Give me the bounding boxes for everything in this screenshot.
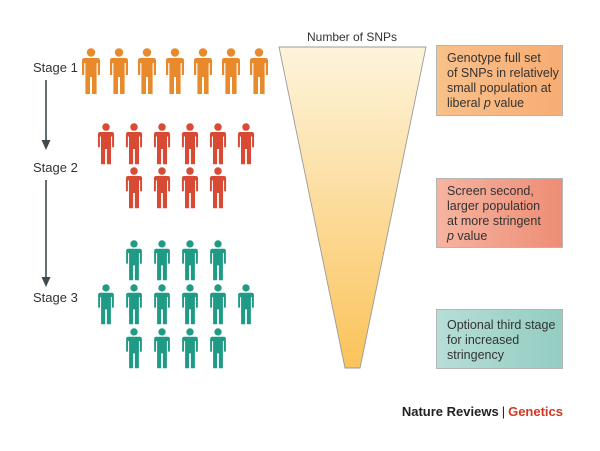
- person-icon: [182, 328, 198, 369]
- stage-2-label: Stage 2: [33, 160, 78, 175]
- stage-1-label: Stage 1: [33, 60, 78, 75]
- person-icon: [210, 328, 226, 369]
- stage-2-description-line: Screen second,: [447, 184, 534, 198]
- person-icon: [110, 48, 128, 94]
- stage-arrow-1: [41, 80, 51, 150]
- stage-3-label: Stage 3: [33, 290, 78, 305]
- person-icon: [154, 284, 170, 325]
- stage-1-description-line: Genotype full set: [447, 51, 541, 65]
- stage-1-description-line: small population at: [447, 81, 552, 95]
- person-icon: [209, 123, 227, 165]
- journal-section: Genetics: [508, 404, 563, 419]
- stage-arrow-2: [41, 180, 51, 287]
- stage-1-description-line: of SNPs in relatively: [447, 66, 559, 80]
- p-symbol: p: [447, 229, 454, 243]
- stage-1-description-line: liberal p value: [447, 96, 556, 111]
- snp-count-funnel: [278, 46, 427, 369]
- stage-1-population: [82, 48, 268, 94]
- person-icon: [154, 240, 170, 281]
- person-icon: [98, 284, 114, 325]
- funnel-title: Number of SNPs: [307, 30, 397, 44]
- person-icon: [209, 167, 227, 209]
- p-symbol: p: [483, 96, 491, 110]
- person-icon: [237, 123, 255, 165]
- person-icon: [125, 123, 143, 165]
- person-icon: [153, 167, 171, 209]
- person-icon: [194, 48, 212, 94]
- journal-brand: Nature Reviews: [401, 404, 499, 419]
- person-icon: [182, 284, 198, 325]
- stage-1-description: Genotype full set of SNPs in relatively …: [436, 45, 563, 116]
- stage-2-description-line: larger population: [447, 199, 541, 213]
- credit-separator: |: [501, 404, 506, 419]
- stage-2-description-text: value: [453, 229, 488, 243]
- stage-2-description: Screen second, larger population at more…: [436, 178, 563, 248]
- person-icon: [154, 328, 170, 369]
- stage-3-description: Optional third stage for increased strin…: [436, 309, 563, 369]
- person-icon: [250, 48, 268, 94]
- person-icon: [126, 240, 142, 281]
- person-icon: [126, 328, 142, 369]
- person-icon: [125, 167, 143, 209]
- person-icon: [153, 123, 171, 165]
- journal-credit: Nature Reviews|Genetics: [402, 404, 563, 419]
- person-icon: [210, 284, 226, 325]
- stage-2-description-line: at more stringent: [447, 214, 541, 228]
- stage-3-description-line: stringency: [447, 348, 504, 362]
- person-icon: [222, 48, 240, 94]
- person-icon: [166, 48, 184, 94]
- stage-3-description-line: for increased: [447, 333, 520, 347]
- person-icon: [82, 48, 100, 94]
- person-icon: [210, 240, 226, 281]
- person-icon: [182, 240, 198, 281]
- person-icon: [181, 167, 199, 209]
- stage-2-description-line: p value: [447, 229, 556, 244]
- stage-3-description-line: Optional third stage: [447, 318, 556, 332]
- person-icon: [238, 284, 254, 325]
- person-icon: [126, 284, 142, 325]
- stage-1-description-text: value: [490, 96, 525, 110]
- stage-2-population: [97, 123, 255, 209]
- person-icon: [138, 48, 156, 94]
- person-icon: [181, 123, 199, 165]
- stage-1-description-text: liberal: [447, 96, 484, 110]
- stage-3-population: [98, 240, 254, 369]
- person-icon: [97, 123, 115, 165]
